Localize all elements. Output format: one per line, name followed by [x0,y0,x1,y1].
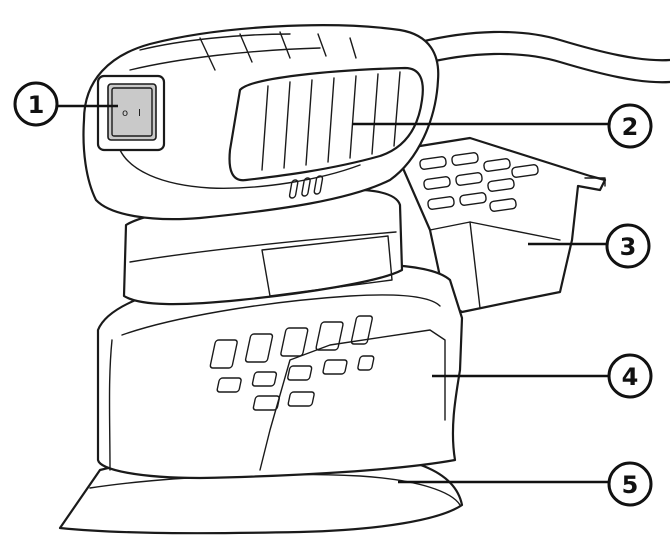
power-switch: o I [98,76,164,150]
callout-2-label: 2 [622,113,639,141]
power-cord [420,32,670,82]
callout-4: 4 [609,355,651,397]
callout-5-label: 5 [622,471,639,499]
callout-1: 1 [15,83,57,125]
callout-3: 3 [607,225,649,267]
callout-1-label: 1 [28,91,45,119]
callout-5: 5 [609,463,651,505]
switch-off-glyph: o [122,108,128,119]
callout-4-label: 4 [622,363,639,391]
callout-3-label: 3 [620,233,637,261]
callout-2: 2 [609,105,651,147]
switch-on-glyph: I [138,108,141,119]
